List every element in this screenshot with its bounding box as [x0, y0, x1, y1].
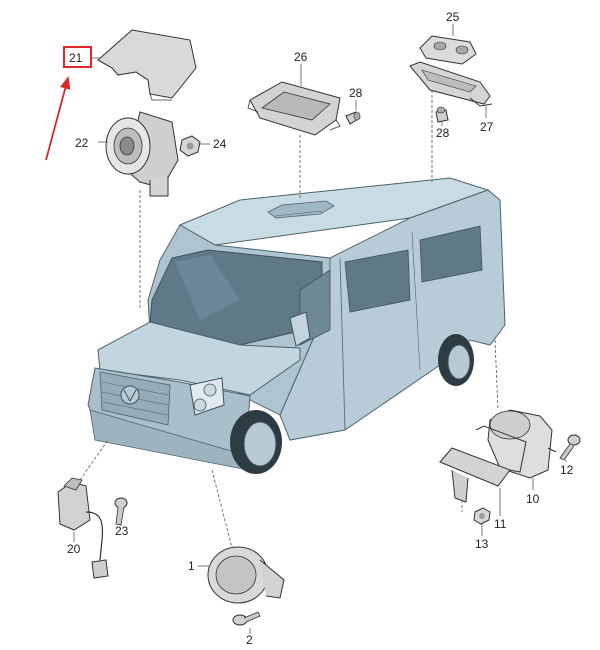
- part-11-bracket: [439, 425, 527, 503]
- callout-1: 1: [188, 559, 195, 573]
- callout-21: 21: [69, 51, 83, 65]
- leader-lines: [73, 24, 567, 634]
- callout-2: 2: [246, 633, 253, 647]
- part-12-screw: [559, 434, 581, 461]
- callout-26: 26: [294, 50, 308, 64]
- part-13-nut: [473, 507, 491, 525]
- callout-24: 24: [213, 137, 227, 151]
- callout-27: 27: [480, 120, 494, 134]
- part-27-housing: [409, 61, 493, 107]
- part-28-clip-top: [345, 111, 361, 125]
- part-21-cover: [97, 29, 197, 101]
- callout-28-lower: 28: [436, 126, 450, 140]
- part-26-tray: [247, 81, 341, 136]
- part-22-camera: [105, 111, 179, 197]
- callout-25: 25: [446, 10, 460, 24]
- callout-10: 10: [526, 492, 540, 506]
- callout-20: 20: [67, 542, 81, 556]
- part-23-screw: [114, 497, 128, 526]
- callout-11: 11: [494, 517, 507, 531]
- callout-12: 12: [560, 463, 574, 477]
- highlight-arrow: [45, 76, 71, 161]
- part-25-light: [419, 35, 477, 65]
- part-28-clip-lower: [435, 106, 449, 123]
- part-1-horn: [207, 546, 285, 604]
- part-2-screw: [232, 611, 261, 626]
- callout-22: 22: [75, 136, 89, 150]
- callout-28-top: 28: [349, 86, 363, 100]
- callout-23: 23: [115, 524, 129, 538]
- part-20-sensor: [57, 477, 109, 579]
- callout-highlight-box: [63, 46, 92, 68]
- van-illustration: [87, 177, 506, 474]
- part-24-nut: [179, 135, 201, 157]
- callout-13: 13: [475, 537, 489, 551]
